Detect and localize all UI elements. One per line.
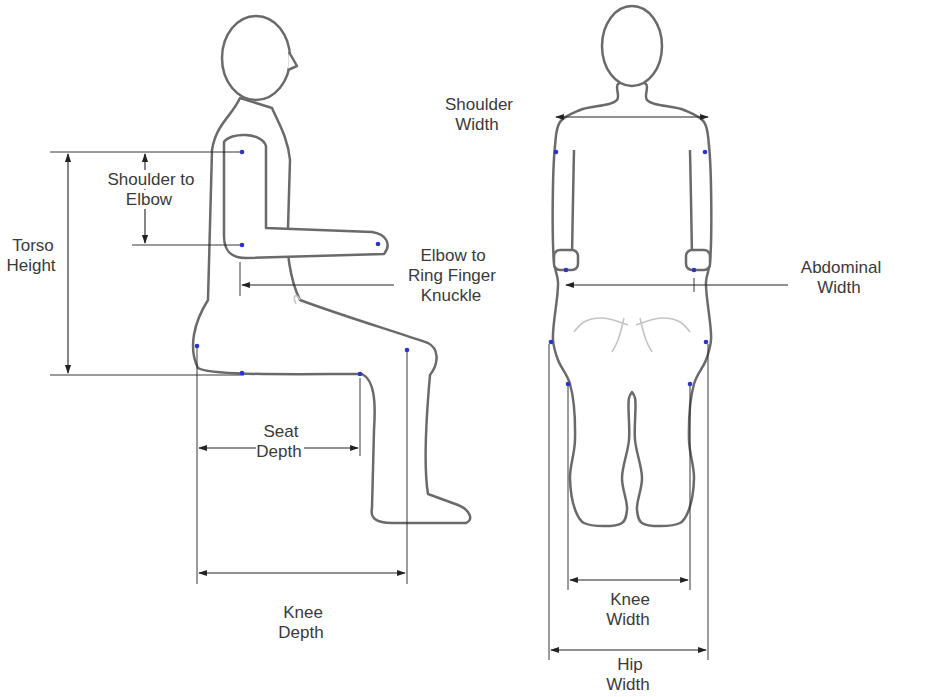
dimension-label: Knee Depth: [272, 603, 332, 643]
landmark-dot: [240, 243, 245, 248]
side-arm: [224, 135, 388, 258]
dimension-label: Seat Depth: [250, 422, 310, 462]
shoulder-width-dimension: [556, 116, 708, 117]
dimension-label: Shoulder to Elbow: [90, 170, 210, 210]
front-head: [602, 6, 662, 86]
landmark-dot: [692, 268, 697, 273]
extension-line: [694, 278, 695, 292]
extension-line: [50, 152, 244, 375]
thigh-crease: [636, 318, 690, 332]
extension-line: [132, 245, 240, 246]
side-hip-crease: [294, 296, 300, 304]
landmark-dot: [405, 348, 410, 353]
knee-width-dimension: [570, 579, 688, 580]
landmark-dot: [376, 242, 381, 247]
dimension-label: Hip Width: [599, 655, 659, 695]
dimension-lines: [50, 117, 788, 660]
landmark-dot: [240, 371, 245, 376]
landmark-dot: [358, 372, 363, 377]
dimension-label: Torso Height: [2, 236, 62, 276]
inner-arm-line: [572, 150, 574, 256]
extension-line: [240, 262, 241, 296]
extension-line: [549, 344, 708, 660]
inner-arm-line: [690, 150, 692, 256]
dimension-label: Shoulder Width: [438, 95, 518, 135]
groin-line: [612, 318, 624, 352]
landmark-dot: [703, 150, 708, 155]
torso-height-dimension: [67, 154, 68, 373]
landmark-dot: [564, 268, 569, 273]
knee-depth-dimension: [199, 572, 405, 573]
elbow-knuckle-dimension: [242, 284, 394, 285]
side-body: [193, 98, 470, 523]
hip-width-dimension: [551, 649, 706, 650]
side-nose: [288, 52, 297, 70]
dimension-label: Knee Width: [599, 590, 659, 630]
front-hand: [686, 250, 710, 270]
front-body: [553, 81, 712, 526]
front-figure: [553, 6, 712, 526]
landmark-dot: [240, 150, 245, 155]
abdominal-width-dimension: [566, 284, 788, 285]
groin-line: [640, 318, 652, 352]
extension-line: [197, 348, 407, 584]
landmark-dot: [554, 150, 559, 155]
landmark-points: [195, 150, 709, 387]
side-head: [222, 16, 290, 100]
dimension-label: Abdominal Width: [793, 258, 888, 298]
landmark-dot: [566, 382, 571, 387]
dimension-label: Elbow to Ring Finger Knuckle: [402, 246, 502, 306]
landmark-dot: [195, 344, 200, 349]
front-hand: [554, 250, 578, 270]
thigh-crease: [574, 318, 628, 332]
landmark-dot: [704, 340, 709, 345]
landmark-dot: [549, 340, 554, 345]
extension-line: [568, 386, 690, 590]
landmark-dot: [688, 382, 693, 387]
